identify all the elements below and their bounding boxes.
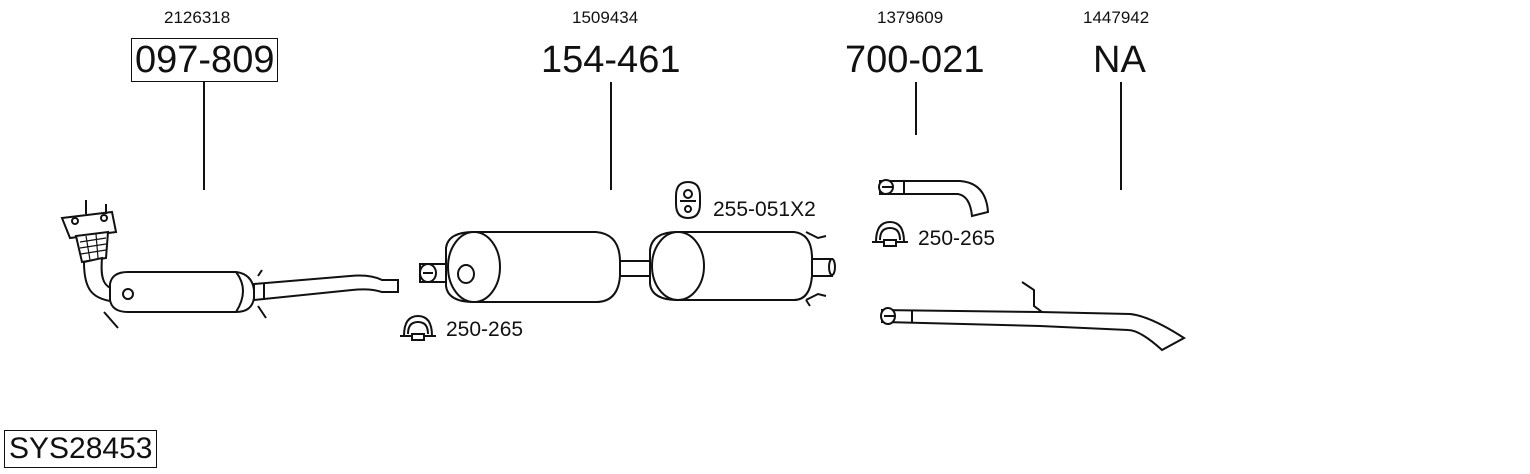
pipe-clamp-icon <box>872 220 908 247</box>
silencer-part <box>419 231 836 307</box>
pipe-clamp-icon <box>400 314 436 341</box>
rubber-hanger-icon <box>675 180 701 220</box>
accessory-label-clamp-left[interactable]: 250-265 <box>446 318 524 341</box>
system-code: SYS28453 <box>4 430 158 468</box>
part-number-4[interactable]: NA <box>1093 39 1146 81</box>
accessory-label-clamp-right[interactable]: 250-265 <box>918 227 996 250</box>
rear-pipe-part <box>880 281 1186 352</box>
oem-number-1: 2126318 <box>164 8 231 27</box>
catalytic-converter-part <box>60 200 399 329</box>
oem-number-2: 1509434 <box>572 8 639 27</box>
part-number-1[interactable]: 097-809 <box>131 38 279 82</box>
part-number-2[interactable]: 154-461 <box>541 39 681 81</box>
accessory-label-hanger[interactable]: 255-051X2 <box>713 198 816 221</box>
oem-number-4: 1447942 <box>1083 8 1150 27</box>
part-number-3[interactable]: 700-021 <box>845 39 985 81</box>
tail-pipe-part <box>878 179 990 218</box>
oem-number-3: 1379609 <box>877 8 944 27</box>
